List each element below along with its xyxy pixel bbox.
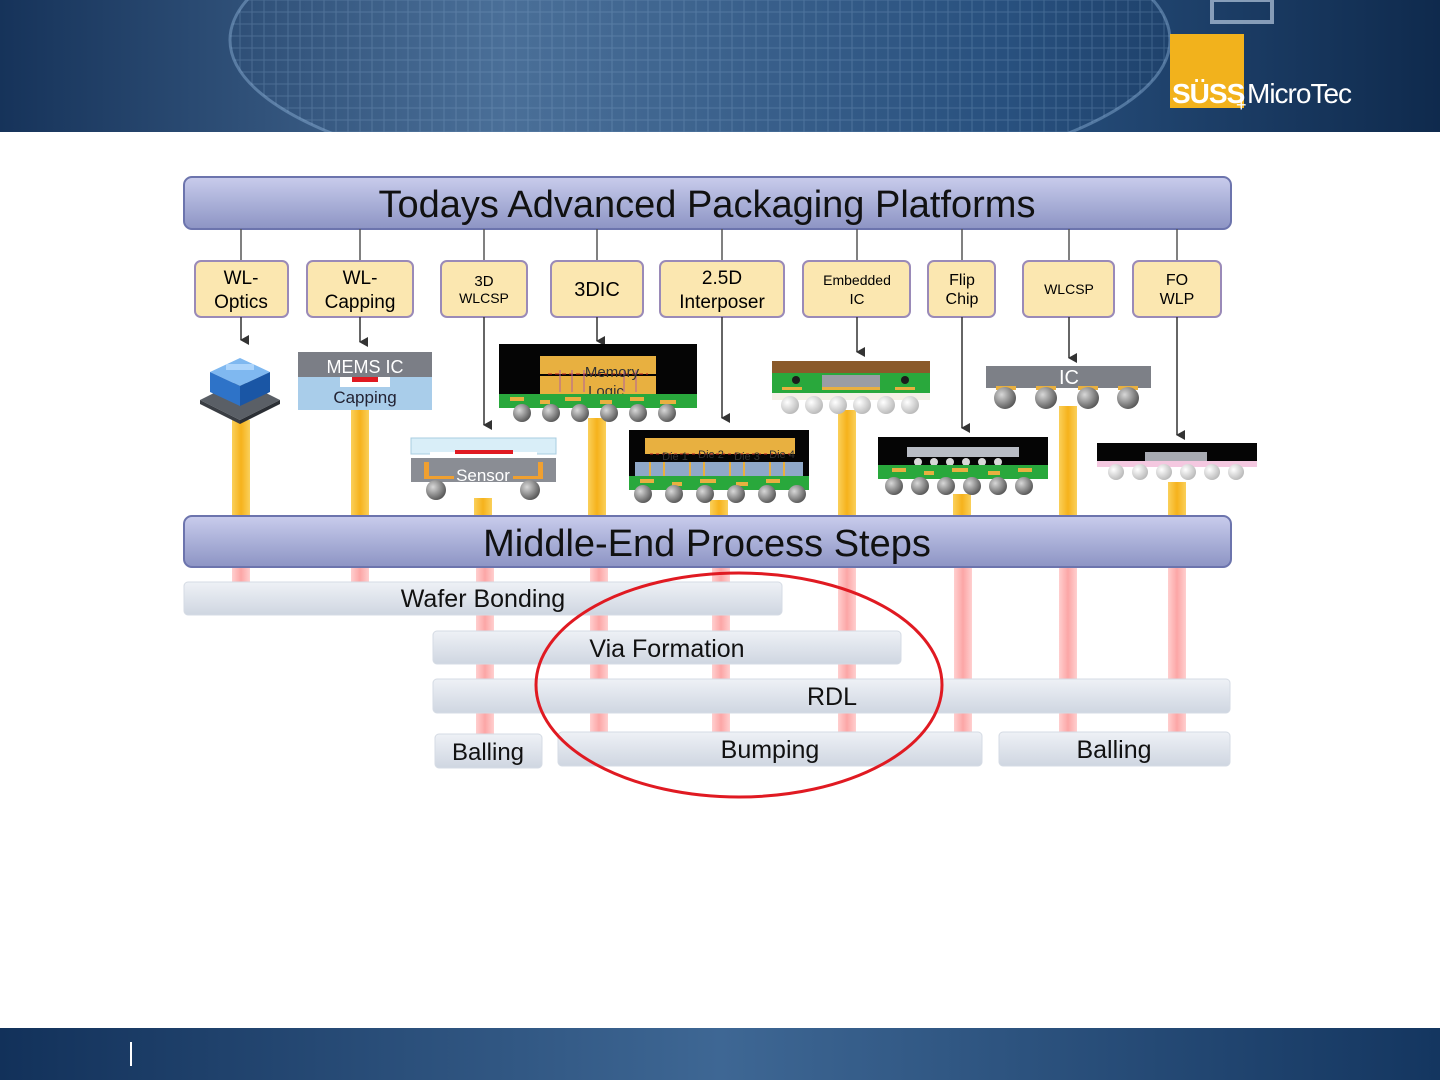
step-label: Via Formation (589, 635, 744, 663)
package-interposer: Die 1 Die 2 Die 3 Die 4 (629, 430, 809, 503)
process-steps: Wafer Bonding Via Formation RDL Balling … (183, 581, 1231, 769)
step-rdl: RDL (432, 678, 1231, 714)
footer-divider (130, 1042, 132, 1066)
footer-background (0, 1028, 1440, 1080)
platform-label-line2: Chip (946, 291, 979, 308)
platform-flip-chip: Flip Chip (927, 260, 996, 318)
platform-label-line1: Embedded (823, 272, 891, 288)
ic-label: IC (1059, 367, 1079, 389)
die1-label: Die 1 (662, 451, 688, 463)
logo-box (1170, 34, 1244, 108)
header-bar: Todays Advanced Packaging Platforms (183, 176, 1232, 230)
platform-wl-capping: WL- Capping (306, 260, 414, 318)
highlight-ellipse (534, 571, 944, 799)
pillar-3dic (588, 418, 606, 518)
platform-embedded-ic: Embedded IC (802, 260, 911, 318)
platform-label-line1: WL- (224, 268, 259, 289)
platform-label-line2: WLCSP (459, 290, 509, 306)
logo-microtec: MicroTec (1247, 78, 1352, 109)
pillar-embedded-ic (838, 410, 856, 518)
platform-label-line2: Interposer (679, 292, 765, 313)
step-label: Wafer Bonding (401, 585, 565, 613)
capping-label: Capping (333, 388, 396, 407)
package-3dic: Memory Logic (499, 344, 697, 422)
header-banner: SÜSS + MicroTec (0, 0, 1440, 132)
middle-end-bar: Middle-End Process Steps (183, 515, 1232, 568)
platform-label-line2: Optics (214, 292, 268, 313)
step-label: RDL (807, 683, 857, 711)
platform-arrows (240, 317, 1185, 440)
platform-boxes: WL- Optics WL- Capping 3D WLCSP 3DIC 2.5… (194, 260, 1222, 318)
package-sensor: Sensor (410, 437, 557, 500)
package-embedded-ic (772, 361, 930, 414)
platform-fo-wlp: FO WLP (1132, 260, 1222, 318)
die4-label: Die 4 (769, 449, 795, 461)
mems-ic-label: MEMS IC (326, 357, 403, 377)
lower-pillar-1 (232, 566, 250, 586)
pillar-fo-wlp (1168, 482, 1186, 518)
logo-plus: + (1236, 95, 1247, 115)
package-wlcsp: IC (986, 366, 1151, 409)
pillar-wl-capping (351, 410, 369, 518)
footer-banner (0, 1028, 1440, 1080)
pillar-wlcsp (1059, 406, 1077, 518)
memory-label: Memory (585, 364, 640, 381)
step-balling-right: Balling (998, 731, 1231, 767)
die2-label: Die 2 (698, 449, 724, 461)
package-flip-chip (878, 437, 1048, 495)
step-label: Balling (452, 739, 524, 766)
step-bumping: Bumping (557, 731, 983, 767)
platform-interposer: 2.5D Interposer (659, 260, 785, 318)
header-connectors (240, 229, 1178, 261)
platform-label-line1: Flip (949, 272, 975, 289)
platform-label-line2: WLP (1160, 291, 1195, 308)
platform-label-line1: WL- (343, 268, 378, 289)
sensor-label: Sensor (456, 466, 510, 485)
pillar-interposer (710, 500, 728, 518)
upper-pillars (232, 406, 1186, 518)
step-via-formation: Via Formation (432, 630, 902, 665)
platform-label-line1: FO (1166, 272, 1188, 289)
middle-end-title: Middle-End Process Steps (483, 523, 931, 565)
platform-label-line1: 3D (474, 273, 493, 290)
pillar-wl-optics (232, 420, 250, 518)
logo-suss: SÜSS (1172, 78, 1245, 109)
platform-label-line2: IC (850, 291, 865, 308)
package-wl-optics (200, 358, 280, 424)
platform-3d-wlcsp: 3D WLCSP (440, 260, 528, 318)
platform-label-line1: 2.5D (702, 268, 742, 289)
pillar-flip-chip (953, 494, 971, 518)
platform-wlcsp: WLCSP (1022, 260, 1115, 318)
package-mems-capping: MEMS IC Capping (298, 352, 432, 410)
package-fo-wlp (1097, 443, 1257, 480)
step-wafer-bonding: Wafer Bonding (183, 581, 783, 616)
platform-label-line1: 3DIC (574, 279, 620, 301)
platform-wl-optics: WL- Optics (194, 260, 289, 318)
step-label: Balling (1076, 736, 1151, 764)
step-label: Bumping (721, 736, 820, 764)
platform-3dic: 3DIC (550, 260, 644, 318)
step-balling-left: Balling (434, 733, 543, 769)
lower-pillar-2 (351, 566, 369, 586)
platform-label-line2: Capping (325, 292, 396, 313)
header-title: Todays Advanced Packaging Platforms (379, 184, 1036, 226)
platform-label-line1: WLCSP (1044, 281, 1094, 297)
die3-label: Die 3 (734, 451, 760, 463)
pillar-3d-wlcsp (474, 498, 492, 518)
